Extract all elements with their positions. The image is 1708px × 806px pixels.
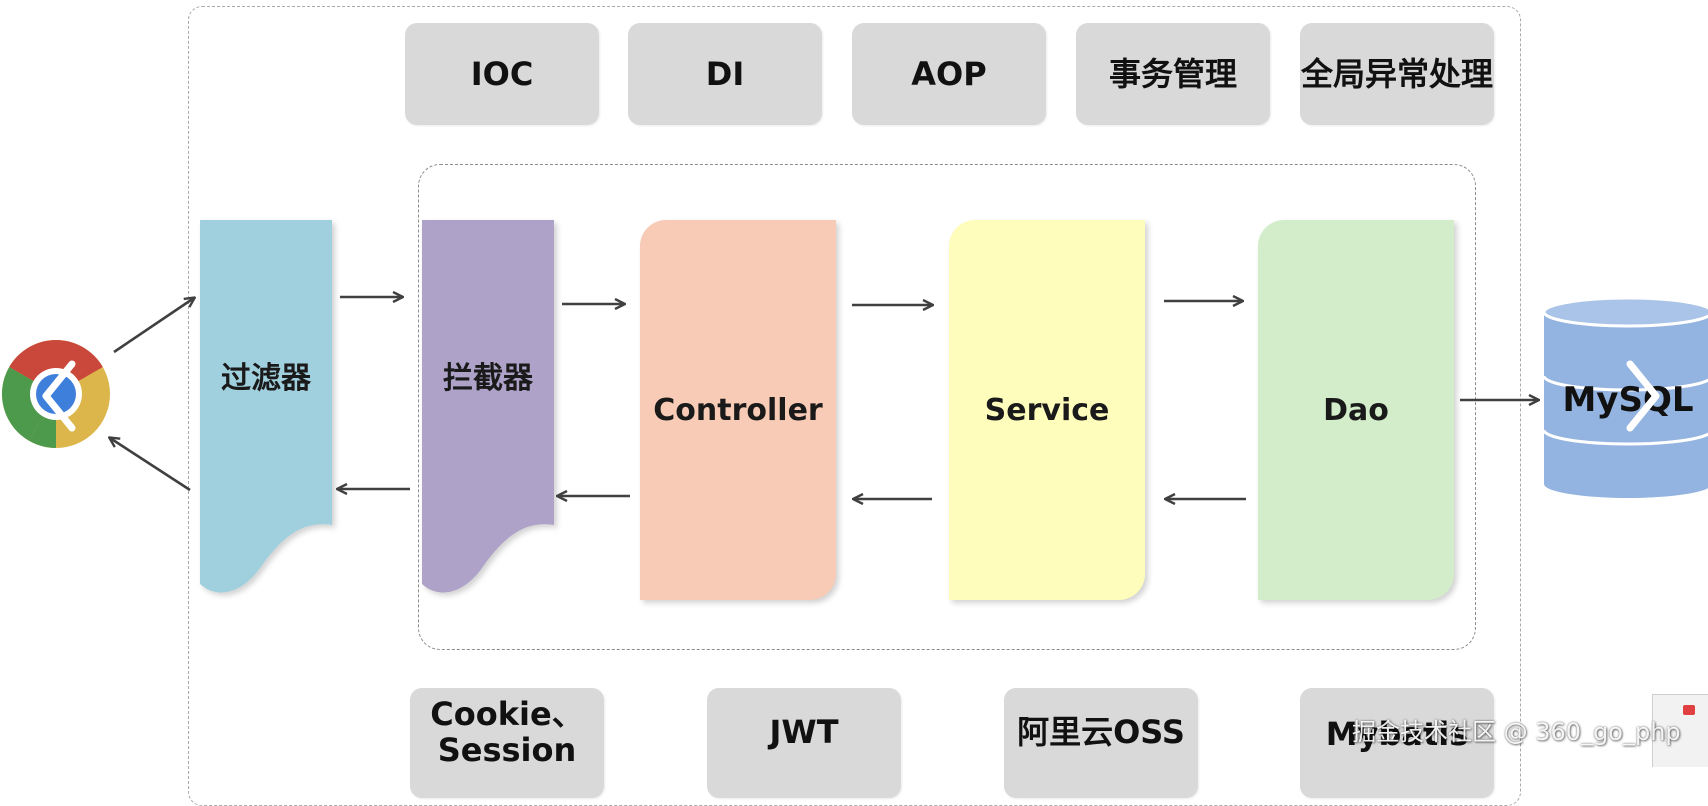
feature-transaction: 事务管理 <box>1076 23 1270 125</box>
chevron-left-icon[interactable] <box>28 356 88 436</box>
watermark-text: 掘金技术社区 @ 360_go_php <box>1352 718 1681 746</box>
feature-global-exception-label: 全局异常处理 <box>1300 55 1493 93</box>
feature-ioc: IOC <box>405 23 599 125</box>
mysql-database-icon <box>1542 296 1708 498</box>
feature-mybatis-label: Mybatis <box>1325 715 1469 753</box>
slide-thumbnail[interactable] <box>1652 694 1708 767</box>
feature-aop-label: AOP <box>911 55 987 93</box>
filter-label: 过滤器 <box>221 361 311 396</box>
feature-cookie-session: Cookie、 Session <box>410 688 604 798</box>
feature-cookie-session-line1: Cookie、 <box>430 695 584 733</box>
feature-transaction-label: 事务管理 <box>1108 55 1237 93</box>
interceptor-label: 拦截器 <box>443 361 533 396</box>
controller-label: Controller <box>653 392 823 428</box>
feature-aliyun-oss-label: 阿里云OSS <box>1017 713 1185 751</box>
feature-cookie-session-line2: Session <box>437 731 577 769</box>
feature-global-exception: 全局异常处理 <box>1300 23 1494 125</box>
controller-layer: Controller <box>640 220 836 600</box>
dao-label: Dao <box>1323 392 1389 428</box>
dao-layer: Dao <box>1258 220 1454 600</box>
arrow-filter-to-browser <box>110 438 191 492</box>
filter-shape <box>200 220 332 593</box>
mysql-label: MySQL <box>1562 380 1694 420</box>
service-layer: Service <box>949 220 1145 600</box>
feature-aop: AOP <box>852 23 1046 125</box>
chrome-browser-icon <box>1 340 110 449</box>
feature-jwt-label: JWT <box>769 713 839 751</box>
feature-jwt: JWT <box>707 688 901 798</box>
arrow-browser-to-filter <box>113 298 194 354</box>
interceptor-shape <box>422 220 554 593</box>
thumbnail-mark <box>1683 705 1695 715</box>
chevron-right-icon[interactable] <box>1614 356 1674 436</box>
web-layer-frame <box>418 164 1476 650</box>
service-label: Service <box>984 392 1110 428</box>
feature-aliyun-oss: 阿里云OSS <box>1004 688 1198 798</box>
feature-di: DI <box>628 23 822 125</box>
feature-ioc-label: IOC <box>470 55 534 93</box>
architecture-diagram: IOC DI AOP 事务管理 全局异常处理 Cookie、 Session J… <box>1 6 1708 806</box>
feature-di-label: DI <box>705 55 745 93</box>
